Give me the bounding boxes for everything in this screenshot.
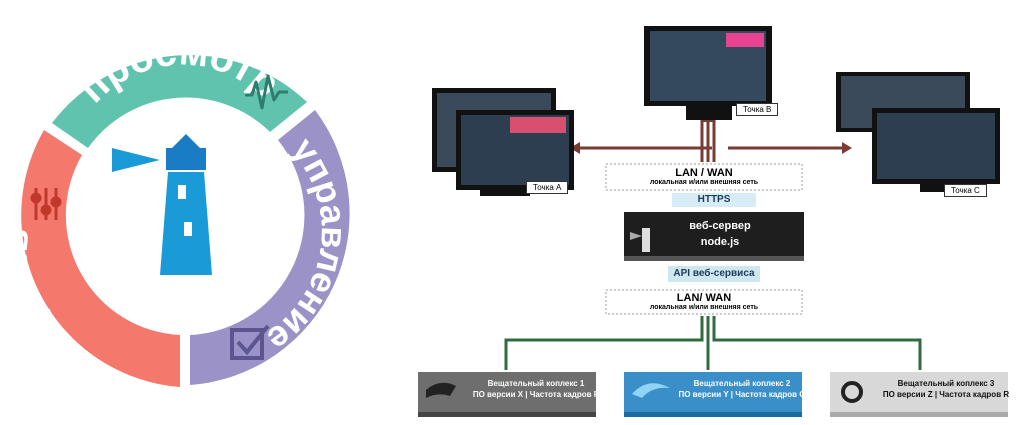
complex-3-line1: Вещательный коплекс 3 (897, 379, 995, 388)
complex-1-line2: ПО версии X | Частота кадров P (472, 390, 600, 399)
web-server-box (624, 212, 804, 260)
computer-point-a (432, 88, 574, 196)
feature-wheel: просмотр управление контроль (0, 29, 355, 400)
arrow-left (570, 142, 580, 154)
complex-3-box (830, 372, 1008, 417)
lan-bottom-title: LAN/ WAN (676, 292, 732, 304)
complex-1-box (418, 372, 596, 417)
bottom-links (504, 316, 922, 370)
api-box (668, 266, 760, 282)
complex-2-line2: ПО версии Y | Частота кадров Q (678, 390, 806, 399)
lan-top-subtitle: локальная и/или внешняя сеть (649, 179, 759, 186)
sliders-icon (30, 188, 62, 220)
waveform-icon (245, 74, 288, 110)
point-a-label: Точка A (526, 181, 569, 194)
network-diagram (418, 26, 1008, 417)
nodejs-label: node.js (700, 236, 740, 248)
web-server-label: веб-сервер (689, 220, 751, 232)
checkbox-icon (230, 324, 270, 360)
segment-kontrol (21, 130, 181, 387)
top-links (575, 120, 842, 162)
api-label: API веб-сервиса (673, 268, 755, 279)
segment-prosmotr (52, 55, 307, 149)
complex-2-line1: Вещательный коплекс 2 (693, 379, 791, 388)
https-label: HTTPS (697, 194, 731, 205)
point-b-label: Точка B (736, 103, 779, 116)
computer-point-c (836, 72, 1000, 192)
complex-2-box (624, 372, 802, 417)
arrow-right (842, 142, 852, 154)
point-c-label: Точка C (944, 184, 987, 197)
lighthouse-icon (112, 134, 212, 275)
complex-3-line2: ПО версии Z | Частота кадров R (882, 390, 1010, 399)
https-box (672, 193, 756, 207)
segment-upravlenie (190, 110, 350, 385)
lan-bottom-subtitle: локальная и/или внешняя сеть (649, 304, 759, 311)
complex-1-line1: Вещательный коплекс 1 (487, 379, 585, 388)
lan-top-title: LAN / WAN (675, 167, 733, 179)
computer-point-b (644, 26, 772, 120)
